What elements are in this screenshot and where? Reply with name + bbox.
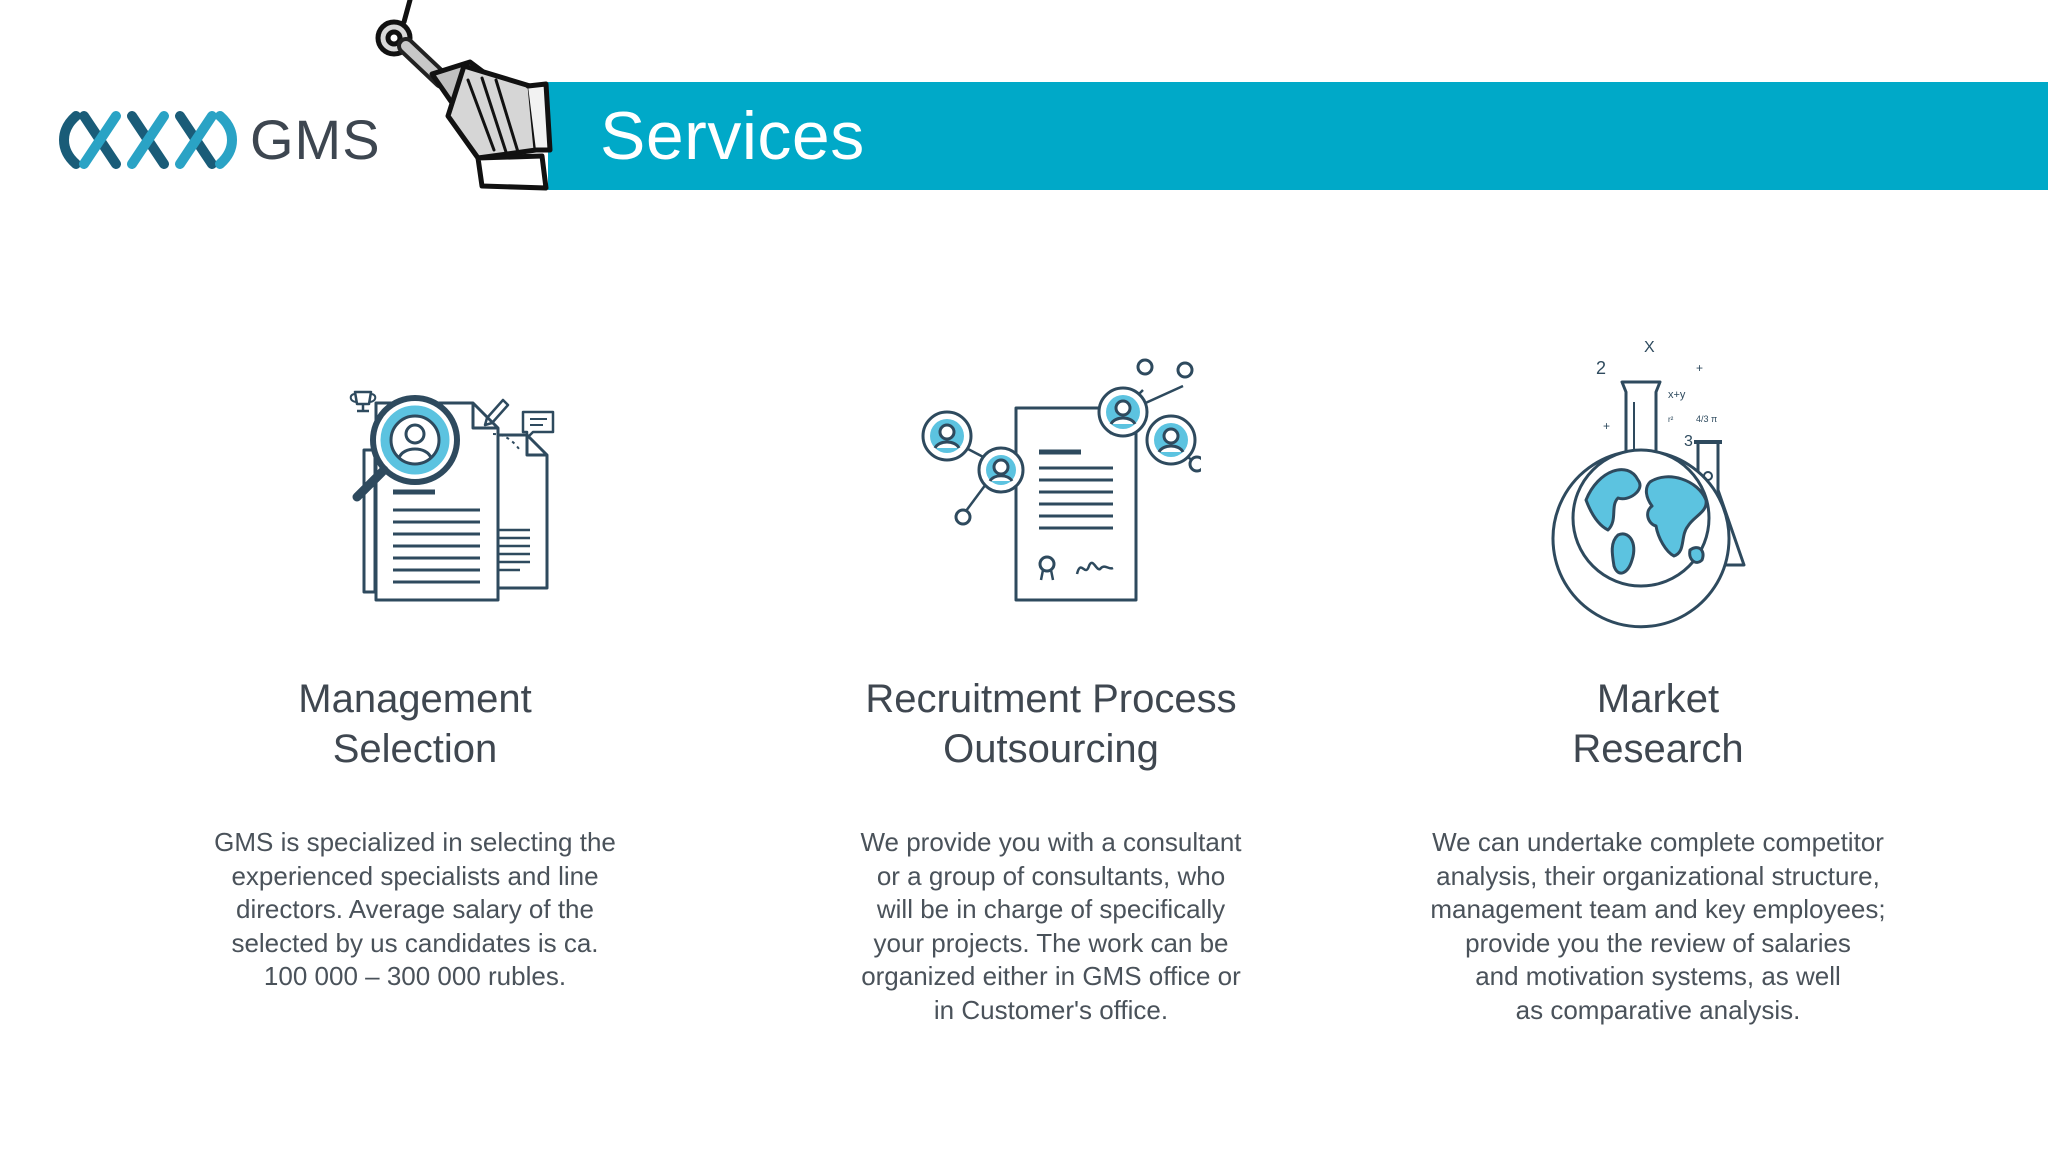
service-title: Market Research <box>1572 677 1744 771</box>
service-description: We provide you with a consultant or a gr… <box>860 827 1242 1025</box>
desk-lamp-icon <box>375 0 553 191</box>
gms-logo: GMS <box>54 108 394 172</box>
math-label: 3 <box>1684 433 1693 450</box>
math-label: + <box>1696 361 1703 375</box>
service-title: Recruitment Process Outsourcing <box>865 677 1237 771</box>
math-label: 2 <box>1596 358 1606 378</box>
math-label: 4/3 π <box>1696 414 1717 424</box>
page-title: Services <box>600 98 865 174</box>
math-label: + <box>1603 419 1610 433</box>
math-label: r² <box>1668 415 1674 424</box>
gms-logo-mark-icon <box>59 111 237 169</box>
math-label: x+y <box>1668 389 1686 401</box>
service-description: We can undertake complete competitor ana… <box>1430 827 1886 1025</box>
service-description: GMS is specialized in selecting the expe… <box>214 827 616 991</box>
logo-text: GMS <box>250 108 381 171</box>
service-recruitment-process-outsourcing: Recruitment Process Outsourcing We provi… <box>771 330 1331 1027</box>
resume-search-icon <box>349 390 555 602</box>
globe-flask-icon: X 2 3 x+y 4/3 π + + 1 r² <box>1551 339 1746 629</box>
math-label: X <box>1644 339 1655 356</box>
service-management-selection: Management Selection GMS is specialized … <box>135 330 695 994</box>
title-banner <box>548 82 2048 190</box>
service-title: Management Selection <box>298 677 532 771</box>
contract-network-icon <box>921 358 1201 602</box>
service-market-research: X 2 3 x+y 4/3 π + + 1 r² <box>1378 330 1938 1027</box>
